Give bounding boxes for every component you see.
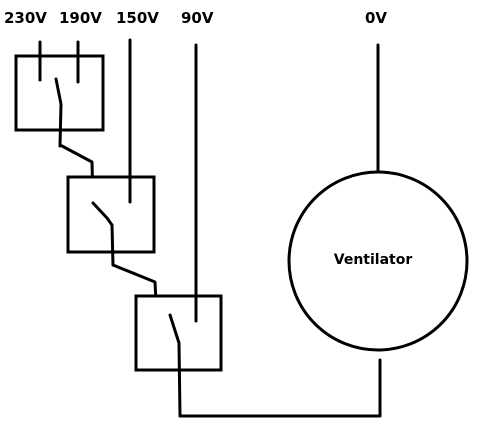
label-0v: 0V [365, 9, 387, 27]
switch-2-contact-arm [91, 201, 115, 267]
switch-2 [66, 38, 156, 267]
label-190v: 190V [59, 9, 102, 27]
label-230v: 230V [4, 9, 47, 27]
switch-1 [14, 40, 105, 148]
switch-3-contact-arm [168, 313, 182, 418]
switch-3 [134, 43, 223, 418]
ventilator-circle [287, 170, 469, 352]
ventilator-motor: Ventilator [287, 170, 469, 352]
switch-1-contact-arm [54, 77, 63, 148]
label-150v: 150V [116, 9, 159, 27]
return-wire [178, 358, 382, 418]
ventilator-label: Ventilator [334, 252, 413, 268]
label-90v: 90V [181, 9, 214, 27]
